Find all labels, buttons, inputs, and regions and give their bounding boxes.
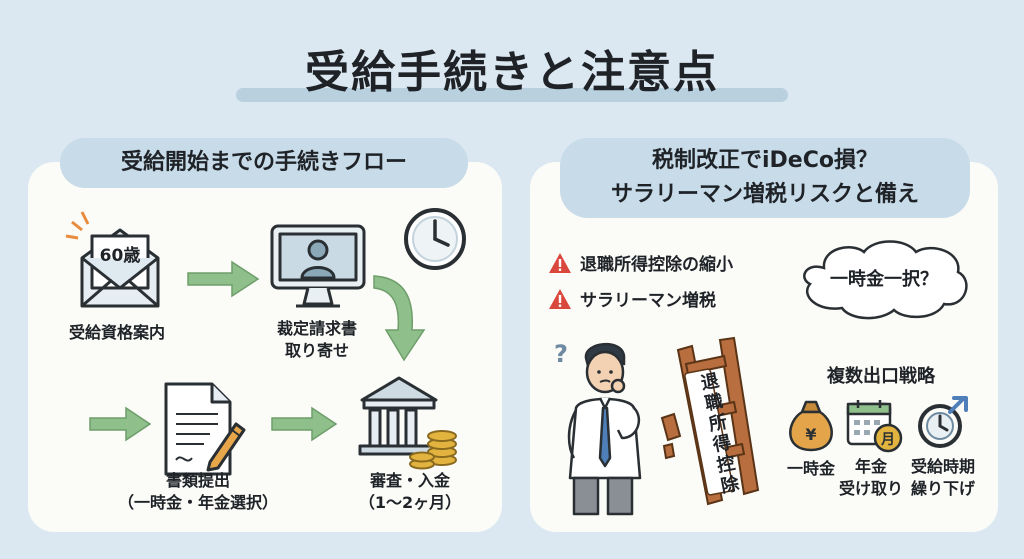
page-title: 受給手続きと注意点 <box>305 47 719 98</box>
document-pen-icon <box>164 382 246 476</box>
warning-icon <box>549 288 571 309</box>
arrow-right-icon <box>187 260 260 298</box>
title-underline <box>236 88 788 102</box>
money-bag-icon: ¥ <box>789 400 833 452</box>
step-label-3: 書類提出 （一時金・年金選択） <box>117 471 278 512</box>
worried-man-icon: ? <box>554 340 642 516</box>
step-label-4: 審査・入金 （1〜2ヶ月） <box>358 471 462 512</box>
calendar-badge: 月 <box>880 432 895 448</box>
warning-item-2: サラリーマン増税 <box>548 286 716 311</box>
step-label-1: 受給資格案内 <box>68 323 165 342</box>
warning-text-2: サラリーマン増税 <box>580 291 716 311</box>
right-header-line-2: サラリーマン増税リスクと備え <box>610 182 919 207</box>
arrow-right-icon-3 <box>271 406 338 442</box>
right-header-line-1: 税制改正でiDeCo損？ <box>652 148 878 173</box>
broken-ladder-icon <box>660 336 760 506</box>
warning-text-1: 退職所得控除の縮小 <box>580 255 733 275</box>
arrow-right-icon-2 <box>89 406 152 442</box>
bank-icon <box>358 376 457 470</box>
step-label-2: 裁定請求書 取り寄せ <box>276 319 357 360</box>
strategy-label-2: 年金 受け取り <box>838 457 903 498</box>
envelope-badge-text: 60歳 <box>100 245 141 266</box>
calendar-icon: 月 <box>846 400 903 453</box>
strategy-title: 複数出口戦略 <box>827 366 935 387</box>
computer-icon <box>270 224 366 308</box>
warning-icon <box>549 252 571 273</box>
right-panel-header: 税制改正でiDeCo損？ サラリーマン増税リスクと備え <box>560 138 970 218</box>
title-wrap: 受給手続きと注意点 <box>0 36 1024 100</box>
strategy-label-1: 一時金 <box>786 459 835 478</box>
left-panel-header: 受給開始までの手続きフロー <box>60 138 468 188</box>
warning-item-1: 退職所得控除の縮小 <box>548 250 733 275</box>
bag-symbol: ¥ <box>805 425 816 444</box>
thought-cloud <box>803 240 968 320</box>
envelope-icon: 60歳 <box>65 211 160 308</box>
arrow-down-curved-icon <box>373 275 426 362</box>
strategy-label-3: 受給時期 繰り下げ <box>910 457 975 498</box>
clock-icon <box>404 208 466 270</box>
thought-text: 一時金一択？ <box>830 269 938 290</box>
timer-arrow-icon <box>918 396 968 448</box>
svg-text:?: ? <box>554 340 568 368</box>
